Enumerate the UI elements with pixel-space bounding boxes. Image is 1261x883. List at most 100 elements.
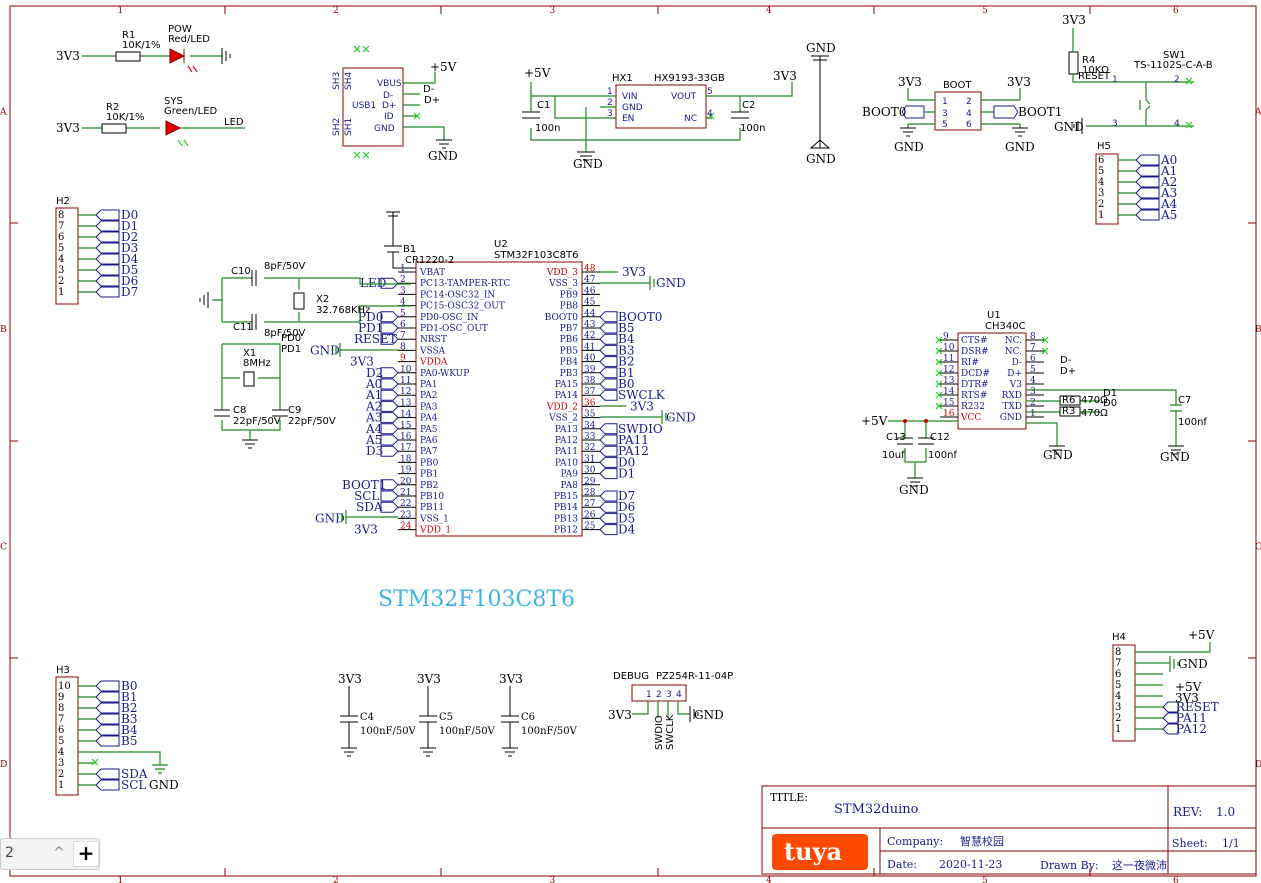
h4-ref: H4 (1112, 632, 1126, 643)
pin-number: 15 (400, 421, 412, 431)
net-pd0-label: PD0 (281, 333, 301, 344)
net-label: SWCLK (618, 388, 666, 402)
net-reset-label: RESET (1078, 71, 1111, 82)
pin-number: 44 (584, 309, 596, 319)
pin-name: VDD_2 (546, 402, 578, 412)
debug-pin: 3 (666, 690, 672, 700)
net-dp-label: D+ (424, 95, 440, 106)
pin-name: PA5 (420, 425, 438, 435)
chevron-up-icon[interactable]: ^ (53, 845, 65, 861)
net-label: GND (310, 343, 340, 357)
pin-number: 7 (1030, 343, 1036, 353)
net-flag (599, 490, 618, 502)
net-gnd-label: GND (1054, 120, 1084, 134)
net-flag (599, 456, 618, 468)
header-pin-number: 2 (1115, 713, 1121, 724)
net-flag (1135, 165, 1160, 177)
no-connect-mark (935, 391, 943, 399)
net-label: GND (315, 511, 345, 525)
pin-number: 37 (584, 387, 596, 397)
title-label: TITLE: (770, 791, 808, 804)
c10-value: 8pF/50V (264, 261, 306, 272)
net-flag (380, 322, 399, 334)
pin-name: RXD (1002, 391, 1022, 401)
zoom-control: 2 ^ + (0, 838, 100, 870)
x1-ref: X1 (243, 348, 256, 359)
sys-led-value: Green/LED (164, 106, 218, 117)
pin-number: 5 (400, 309, 406, 319)
header-pin-number: 10 (58, 681, 71, 692)
pin-name: PA12 (555, 436, 578, 446)
net-label: D3 (121, 241, 138, 255)
net-flag (95, 275, 120, 287)
mcu-u2: U2 STM32F103C8T6 B1 CR1220-2 STM32F103C8… (310, 211, 696, 612)
pin-number: 1 (400, 264, 406, 274)
ldo-pin-en: EN (622, 114, 634, 124)
debug-pin: 2 (656, 690, 662, 700)
zoom-value[interactable]: 2 (5, 845, 14, 861)
net-flag (599, 333, 618, 345)
c7-value: 100nf (1178, 417, 1207, 428)
c9-value: 22pF/50V (288, 416, 336, 427)
boot-header: BOOT 1 2 3 4 5 6 3V3 3V3 BOOT0 BOOT1 GND… (862, 75, 1062, 154)
net-flag (95, 702, 120, 714)
pin-number: 28 (584, 488, 596, 498)
net-label: D6 (121, 274, 138, 288)
r3-ref: R3 (1062, 406, 1075, 417)
sheet-value: 1/1 (1222, 837, 1240, 850)
c10-ref: C10 (231, 266, 251, 277)
net-flag (599, 501, 618, 513)
r2-value: 10K/1% (106, 112, 145, 123)
ldo-pinnum: 5 (707, 87, 713, 97)
pin-number: 22 (400, 499, 411, 509)
pin-name: PA11 (555, 447, 578, 457)
pin-name: PA1 (420, 380, 437, 390)
net-label: A4 (365, 422, 383, 436)
pin-name: GND (1000, 413, 1022, 423)
decoupling-caps: 3V3C4100nF/50V3V3C5100nF/50V3V3C6100nF/5… (338, 672, 578, 757)
b1-ref: B1 (403, 244, 416, 255)
net-label: B4 (121, 723, 138, 737)
x1-value: 8MHz (243, 358, 271, 369)
net-flag (95, 264, 120, 276)
net-flag (95, 724, 120, 736)
usb-pin-gnd: GND (374, 124, 395, 134)
pin-number: 15 (943, 398, 955, 408)
net-flag (380, 333, 399, 345)
pin-number: 10 (943, 343, 955, 353)
net-label: +5V (1175, 680, 1202, 694)
net-label: A0 (1160, 153, 1177, 167)
pin-name: VSSA (419, 346, 446, 356)
pin-name: BOOT0 (545, 313, 579, 323)
frame-row-label: B (1255, 325, 1261, 335)
pin-number: 16 (943, 409, 955, 419)
cap-value: 100nF/50V (439, 726, 496, 737)
c9-ref: C9 (288, 405, 301, 416)
net-flag (599, 468, 618, 480)
net-flag (380, 400, 399, 412)
debug-header: DEBUG PZ254R-11-04P 1 2 3 4 3V3 GND SWDI… (608, 671, 733, 750)
pin-number: 7 (400, 331, 406, 341)
net-gnd-label: GND (1005, 140, 1035, 154)
title-block: TITLE: STM32duino REV: 1.0 Company: 智慧校园… (761, 785, 1257, 875)
header-pin-number: 8 (58, 210, 64, 221)
net-label: D1 (121, 219, 138, 233)
pin-number: 10 (400, 365, 412, 375)
zoom-in-button[interactable]: + (73, 841, 99, 867)
pin-name: DTR# (961, 380, 989, 390)
net-label: D2 (366, 366, 383, 380)
pin-name: VSS_2 (548, 414, 578, 424)
net-label: LED (360, 276, 386, 290)
pin-name: NC. (1005, 347, 1022, 357)
net-label: RESET (1176, 700, 1219, 714)
title-value: STM32duino (834, 802, 919, 817)
pin-name: PB13 (554, 514, 578, 524)
pin-name: PB6 (560, 335, 579, 345)
c1-value: 100n (535, 123, 560, 134)
pin-name: PA2 (420, 391, 437, 401)
net-5v-label: +5V (524, 66, 551, 80)
company-label: Company: (887, 835, 943, 848)
company-value: 智慧校园 (960, 834, 1004, 848)
ldo-regulator: +5V HX1 HX9193-33GB VIN GND EN VOUT NC C… (522, 66, 797, 171)
